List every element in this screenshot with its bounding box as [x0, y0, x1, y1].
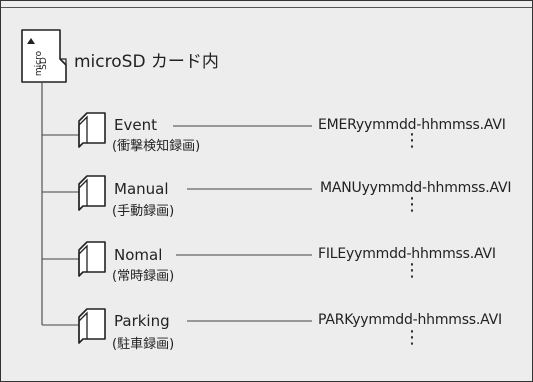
- up-arrow-icon: [27, 38, 35, 44]
- microsd-card-label: micro SD: [21, 44, 51, 80]
- folder-name-nomal: Nomal: [114, 246, 163, 264]
- microsd-card-icon: [21, 29, 67, 83]
- folder-name-event: Event: [114, 116, 157, 134]
- file-name-parking: PARKyymmdd-hhmmss.AVI: [318, 312, 502, 328]
- folder-icon: [78, 308, 106, 344]
- card-text-sd: SD: [38, 57, 49, 70]
- folder-icon: [78, 175, 106, 211]
- tree-lines: [41, 82, 79, 326]
- more-files-nomal: ⋮: [403, 260, 421, 281]
- folder-name-parking: Parking: [114, 312, 170, 330]
- folder-sub-parking: (駐車録画): [112, 337, 175, 352]
- folder-sub-event: (衝撃検知録画): [112, 139, 201, 154]
- folder-name-manual: Manual: [114, 180, 169, 198]
- file-name-nomal: FILEyymmdd-hhmmss.AVI: [318, 246, 496, 262]
- folder-sub-nomal: (常時録画): [112, 269, 175, 284]
- more-files-manual: ⋮: [403, 194, 421, 215]
- file-connectors: [173, 125, 312, 322]
- file-name-manual: MANUyymmdd-hhmmss.AVI: [320, 180, 512, 196]
- folder-icon: [78, 112, 106, 148]
- root-label: microSD カード内: [74, 52, 219, 72]
- more-files-event: ⋮: [403, 130, 421, 151]
- file-name-event: EMERyymmdd-hhmmss.AVI: [318, 117, 506, 133]
- more-files-parking: ⋮: [403, 327, 421, 348]
- folder-sub-manual: (手動録画): [112, 204, 175, 219]
- folder-icon: [78, 241, 106, 277]
